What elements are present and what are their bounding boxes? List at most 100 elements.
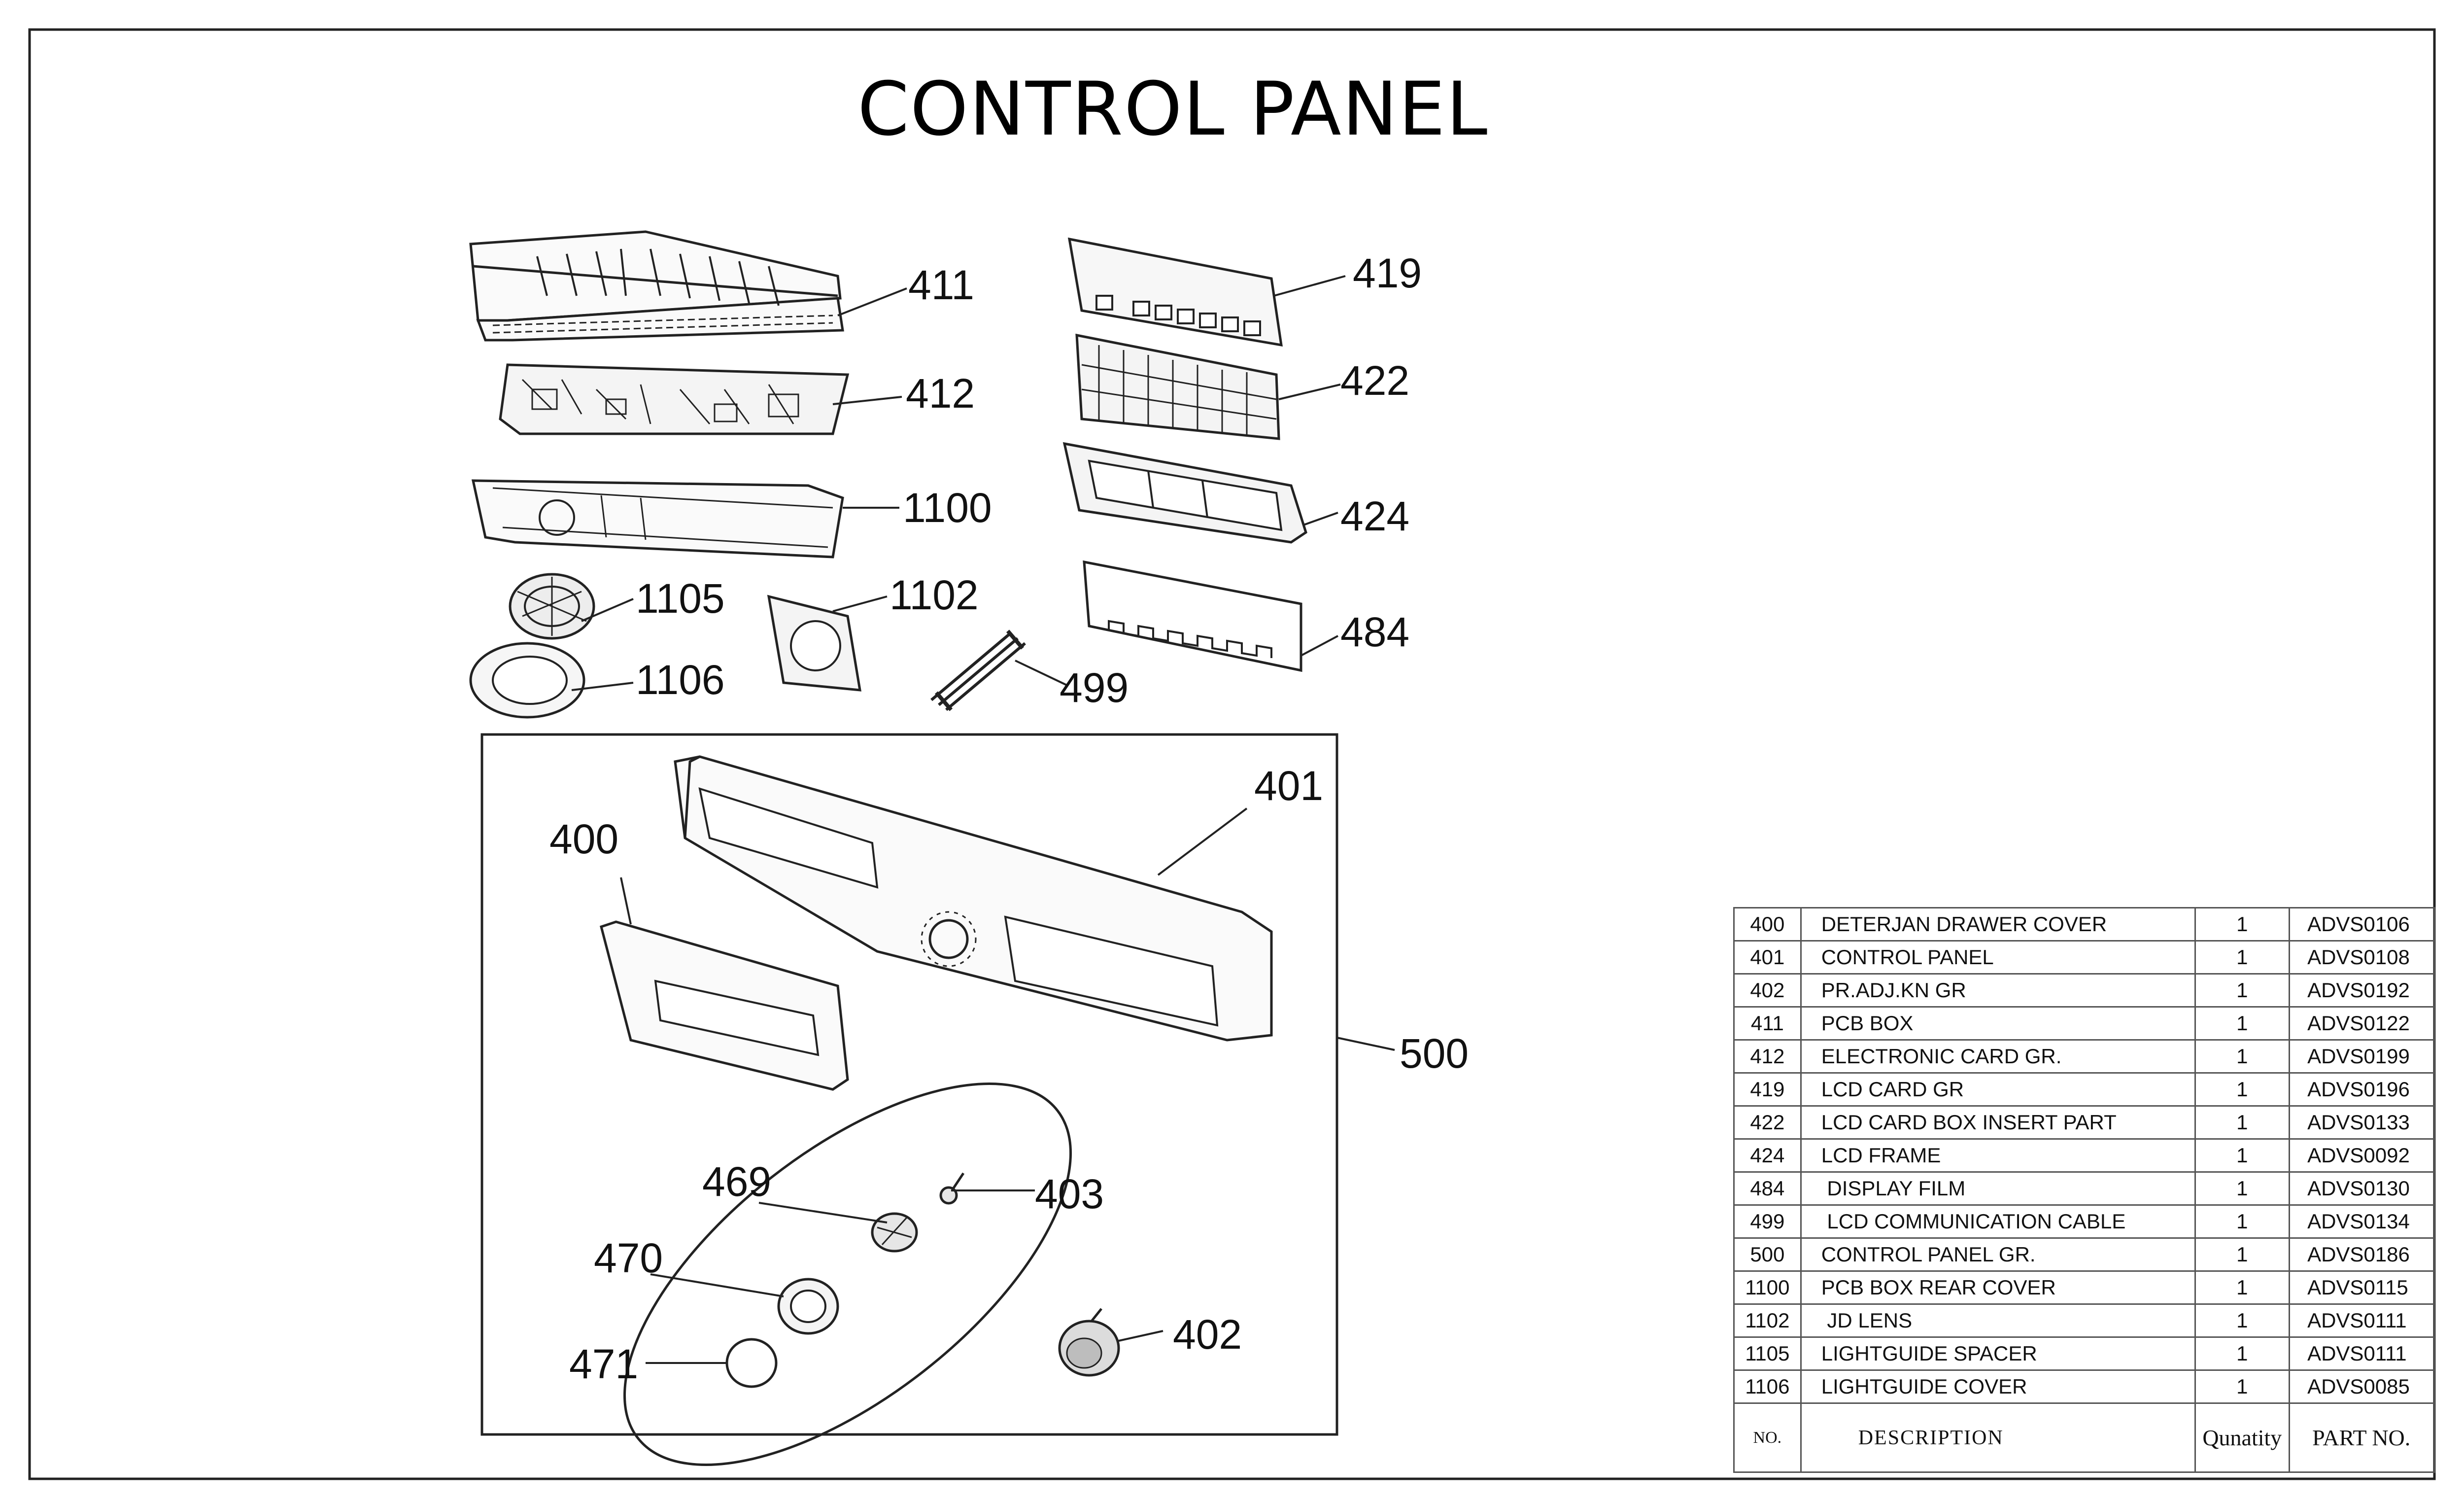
part-499-lcd-communication-cable xyxy=(930,629,1026,711)
part-code-cell: ADVS0192 xyxy=(2289,973,2435,1008)
quantity-cell: 1 xyxy=(2194,1303,2291,1338)
callout-1105: 1105 xyxy=(636,575,725,622)
quantity-cell: 1 xyxy=(2194,1171,2291,1206)
callout-1100: 1100 xyxy=(903,485,992,531)
page-title: CONTROL PANEL xyxy=(857,67,1489,152)
part-402-knob xyxy=(1058,1308,1120,1377)
description-cell: CONTROL PANEL xyxy=(1800,940,2196,975)
part-code-cell: ADVS0122 xyxy=(2289,1006,2435,1041)
callout-1106: 1106 xyxy=(636,657,725,703)
part-1105-lightguide-spacer xyxy=(509,573,595,640)
part-number-cell: 1105 xyxy=(1733,1336,1802,1371)
part-number-cell: 411 xyxy=(1733,1006,1802,1041)
part-code-cell: ADVS0106 xyxy=(2289,907,2435,942)
description-cell: LIGHTGUIDE COVER xyxy=(1800,1369,2196,1404)
callout-469: 469 xyxy=(702,1158,772,1205)
quantity-cell: 1 xyxy=(2194,1369,2291,1404)
quantity-cell: 1 xyxy=(2194,973,2291,1008)
quantity-cell: 1 xyxy=(2194,1138,2291,1173)
callout-411: 411 xyxy=(908,262,974,308)
part-code-cell: ADVS0092 xyxy=(2289,1138,2435,1173)
quantity-cell: 1 xyxy=(2194,1006,2291,1041)
part-code-cell: ADVS0133 xyxy=(2289,1105,2435,1140)
description-cell: DETERJAN DRAWER COVER xyxy=(1800,907,2196,942)
quantity-cell: 1 xyxy=(2194,1237,2291,1272)
header-part-no: PART NO. xyxy=(2289,1402,2435,1473)
quantity-cell: 1 xyxy=(2194,1204,2291,1239)
part-number-cell: 484 xyxy=(1733,1171,1802,1206)
callout-484: 484 xyxy=(1340,609,1410,655)
callout-401: 401 xyxy=(1254,763,1324,809)
description-cell: LCD CARD BOX INSERT PART xyxy=(1800,1105,2196,1140)
description-cell: PR.ADJ.KN GR xyxy=(1800,973,2196,1008)
part-number-cell: 1106 xyxy=(1733,1369,1802,1404)
part-number-cell: 1102 xyxy=(1733,1303,1802,1338)
part-469 xyxy=(871,1212,918,1253)
callout-403: 403 xyxy=(1035,1171,1104,1217)
part-1106-lightguide-cover xyxy=(469,642,585,719)
quantity-cell: 1 xyxy=(2194,1336,2291,1371)
part-code-cell: ADVS0115 xyxy=(2289,1270,2435,1305)
part-422-lcd-card-box-insert xyxy=(1075,333,1280,440)
description-cell: ELECTRONIC CARD GR. xyxy=(1800,1039,2196,1074)
part-419-lcd-card xyxy=(1067,237,1283,347)
callout-412: 412 xyxy=(906,370,975,417)
quantity-cell: 1 xyxy=(2194,1105,2291,1140)
description-cell: LCD FRAME xyxy=(1800,1138,2196,1173)
callout-500: 500 xyxy=(1400,1030,1469,1077)
part-403-screw xyxy=(939,1172,965,1205)
quantity-cell: 1 xyxy=(2194,1072,2291,1107)
part-number-cell: 499 xyxy=(1733,1204,1802,1239)
part-code-cell: ADVS0199 xyxy=(2289,1039,2435,1074)
assembly-500-frame xyxy=(480,733,1338,1436)
description-cell: LCD CARD GR xyxy=(1800,1072,2196,1107)
quantity-cell: 1 xyxy=(2194,1270,2291,1305)
callout-470: 470 xyxy=(594,1235,663,1281)
callout-424: 424 xyxy=(1340,493,1410,539)
part-number-cell: 422 xyxy=(1733,1105,1802,1140)
part-number-cell: 424 xyxy=(1733,1138,1802,1173)
part-number-cell: 401 xyxy=(1733,940,1802,975)
header-description: DESCRIPTION xyxy=(1800,1402,2196,1473)
description-cell: CONTROL PANEL GR. xyxy=(1800,1237,2196,1272)
part-number-cell: 412 xyxy=(1733,1039,1802,1074)
part-471 xyxy=(725,1338,778,1388)
header-quantity: Qunatity xyxy=(2194,1402,2291,1473)
part-code-cell: ADVS0130 xyxy=(2289,1171,2435,1206)
description-cell: PCB BOX REAR COVER xyxy=(1800,1270,2196,1305)
quantity-cell: 1 xyxy=(2194,940,2291,975)
callout-1102: 1102 xyxy=(890,572,979,618)
callout-471: 471 xyxy=(569,1341,639,1387)
part-1102-jd-lens xyxy=(767,594,862,692)
header-no: NO. xyxy=(1733,1402,1802,1473)
description-cell: JD LENS xyxy=(1800,1303,2196,1338)
description-cell: PCB BOX xyxy=(1800,1006,2196,1041)
callout-422: 422 xyxy=(1340,357,1410,404)
part-number-cell: 500 xyxy=(1733,1237,1802,1272)
callout-499: 499 xyxy=(1060,664,1129,711)
part-code-cell: ADVS0108 xyxy=(2289,940,2435,975)
part-412-electronic-card xyxy=(499,363,850,435)
part-424-lcd-frame xyxy=(1062,442,1307,544)
part-1100-pcb-box-rear-cover xyxy=(471,479,844,559)
part-400-deterjan-drawer-cover xyxy=(599,920,849,1091)
part-code-cell: ADVS0134 xyxy=(2289,1204,2435,1239)
part-484-display-film xyxy=(1083,560,1302,672)
